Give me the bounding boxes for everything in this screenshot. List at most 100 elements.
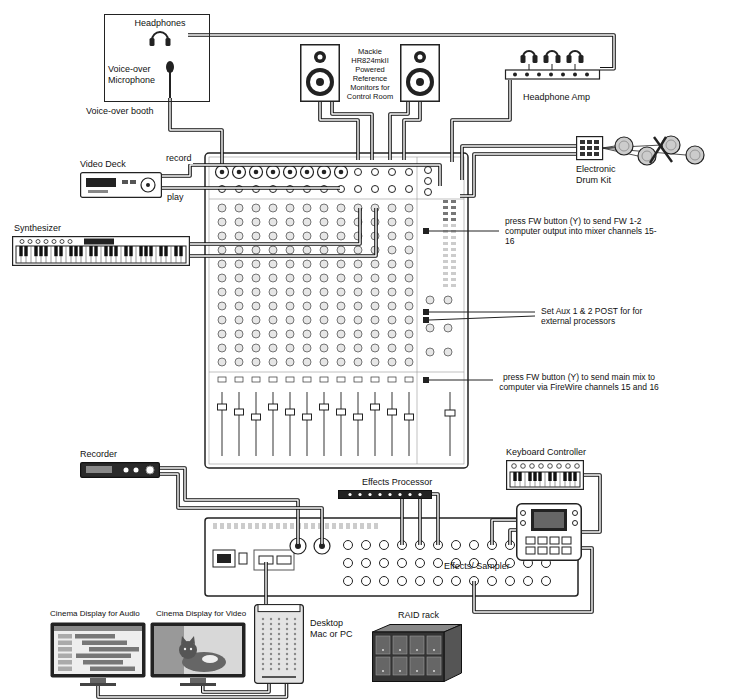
knob — [320, 218, 328, 226]
device-label: Keyboard Controller — [506, 447, 586, 458]
xlr-pin — [237, 170, 242, 175]
ear-cup — [166, 38, 171, 46]
knob — [354, 274, 362, 282]
knob — [405, 330, 413, 338]
panel-divider — [417, 157, 418, 464]
black-key — [44, 246, 47, 256]
vent — [255, 523, 259, 529]
line-jack — [389, 169, 396, 176]
drum-pad-ring — [619, 141, 629, 151]
device-label: Effects/ Sampler — [444, 561, 510, 572]
white-key — [86, 246, 87, 263]
sampler-knob — [573, 511, 578, 516]
audio-cable-core — [432, 494, 438, 545]
module-pad — [594, 152, 599, 156]
tower-grille — [286, 633, 288, 635]
knob — [269, 274, 277, 282]
audio-cable-core — [265, 562, 266, 604]
knob — [354, 302, 362, 310]
black-key — [563, 472, 566, 481]
vent — [276, 523, 280, 529]
knob — [320, 316, 328, 324]
module-pad — [594, 140, 599, 144]
tower-grille — [262, 643, 264, 645]
line-jack — [372, 169, 379, 176]
tower-grille — [270, 643, 272, 645]
synth-knob — [28, 240, 32, 244]
knob — [286, 204, 294, 212]
black-key — [144, 246, 147, 256]
mute-button — [371, 377, 379, 382]
recorder-display — [86, 466, 112, 473]
audio-cable-core — [320, 102, 358, 160]
leader-line — [429, 316, 535, 320]
knob — [252, 302, 260, 310]
tower-grille — [286, 643, 288, 645]
meter-led — [451, 200, 456, 203]
xlr-pin — [305, 170, 310, 175]
knob — [218, 204, 226, 212]
woofer-cone — [410, 72, 430, 92]
knob — [337, 344, 345, 352]
knob — [286, 288, 294, 296]
fader-slot — [408, 392, 409, 456]
cable-connector — [582, 475, 600, 532]
knob — [444, 324, 452, 332]
line-jack — [406, 169, 413, 176]
knob — [235, 316, 243, 324]
audio-cable — [160, 468, 298, 544]
knob — [218, 232, 226, 240]
knob — [303, 218, 311, 226]
xlr-pin — [339, 170, 344, 175]
meter-led — [451, 242, 456, 245]
knob — [269, 246, 277, 254]
knob — [252, 316, 260, 324]
tower-grille — [270, 623, 272, 625]
raid-front — [373, 632, 445, 682]
sampler-pad — [562, 537, 571, 544]
knob — [320, 246, 328, 254]
fader-cap — [286, 409, 295, 415]
vent — [346, 523, 350, 529]
drive-bay — [427, 657, 441, 675]
sampler-pad — [562, 547, 571, 554]
black-key — [129, 246, 132, 256]
audio-cable — [162, 165, 440, 186]
device-illustration — [12, 236, 190, 266]
processor-body — [339, 491, 432, 499]
xlr-jack — [233, 166, 246, 179]
knob — [218, 288, 226, 296]
tower-grille — [278, 638, 280, 640]
controller-knob — [575, 464, 580, 469]
tower-grille — [262, 633, 264, 635]
knob — [371, 302, 379, 310]
fader-slot — [306, 392, 307, 456]
headphone-cord — [529, 64, 530, 70]
knob — [320, 330, 328, 338]
audio-cable-core — [162, 165, 440, 186]
knob — [269, 232, 277, 240]
controller-body — [507, 461, 584, 490]
daw-region — [90, 667, 135, 672]
knob — [354, 330, 362, 338]
synth-knob — [52, 240, 56, 244]
knob — [235, 232, 243, 240]
tower-grille — [262, 653, 264, 655]
controller-knob — [521, 464, 526, 469]
knob — [405, 246, 413, 254]
sampler-pad — [538, 547, 547, 554]
line-jack — [372, 186, 379, 193]
sampler-pad — [550, 547, 559, 554]
mic-stand — [169, 72, 171, 98]
synth-display — [84, 239, 114, 245]
white-key — [121, 246, 122, 263]
knob — [218, 316, 226, 324]
fader-cap — [371, 404, 380, 410]
knob — [405, 302, 413, 310]
amp-knob — [585, 73, 589, 77]
fader-slot — [374, 392, 375, 456]
tower-grille — [278, 658, 280, 660]
black-key — [528, 472, 531, 481]
